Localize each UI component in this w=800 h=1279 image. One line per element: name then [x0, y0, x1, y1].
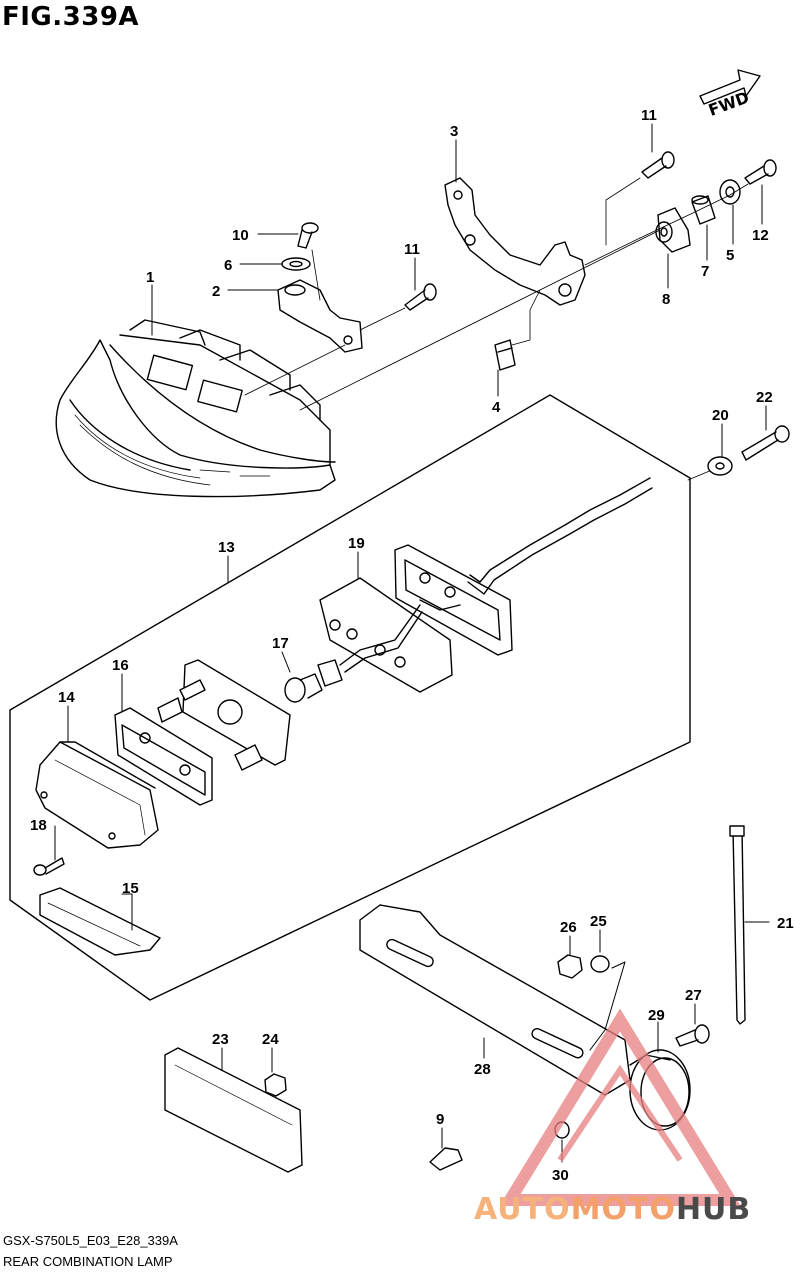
part-gasket-16 [114, 707, 213, 806]
part-bulb-17 [284, 659, 343, 703]
part-bracket-28 [359, 904, 631, 1096]
callout-11-left: 11 [404, 241, 420, 258]
callout-26: 26 [560, 919, 577, 936]
callout-7: 7 [701, 263, 709, 280]
part-washer-5 [719, 179, 741, 205]
callout-4: 4 [492, 399, 501, 416]
part-reflector-15 [39, 887, 161, 956]
callout-14: 14 [58, 689, 75, 706]
callout-24: 24 [262, 1031, 279, 1048]
callout-16: 16 [112, 657, 129, 674]
part-nut-24 [264, 1073, 287, 1097]
part-washer-25 [590, 955, 610, 973]
part-clip-4 [494, 339, 516, 371]
part-grommet-8 [655, 207, 691, 253]
part-socket-board [157, 659, 291, 771]
callout-11-right: 11 [641, 107, 657, 124]
fwd-arrow-icon: FWD [699, 69, 761, 120]
part-reflector-23 [164, 1047, 303, 1173]
part-lens-14 [35, 741, 159, 849]
callout-1: 1 [146, 269, 154, 286]
part-collar-7 [691, 195, 716, 225]
part-cable-tie-21 [729, 825, 746, 1025]
callout-19: 19 [348, 535, 365, 552]
part-screw-22 [741, 425, 790, 461]
subassembly-frame-13 [9, 394, 691, 1001]
part-bolt-11-left [404, 283, 437, 311]
callout-3: 3 [450, 123, 458, 140]
callout-30: 30 [552, 1167, 569, 1184]
figure-title: FIG.339A [2, 2, 140, 32]
part-bolt-11-right [641, 151, 675, 179]
part-tail-lamp [55, 319, 336, 498]
part-wire-harness [339, 477, 653, 673]
callout-27: 27 [685, 987, 702, 1004]
callout-18: 18 [30, 817, 47, 834]
part-bolt-12 [744, 159, 777, 185]
section-name: REAR COMBINATION LAMP [3, 1254, 173, 1269]
callout-23: 23 [212, 1031, 229, 1048]
callout-2: 2 [212, 283, 220, 300]
callout-12: 12 [752, 227, 769, 244]
part-bracket-2 [277, 279, 363, 353]
part-screw-10 [297, 222, 319, 249]
part-screw-18 [33, 857, 65, 876]
watermark-logo-icon [499, 1008, 741, 1206]
part-washer-6 [281, 257, 311, 271]
callout-28: 28 [474, 1061, 491, 1078]
callout-13: 13 [218, 539, 235, 556]
callout-20: 20 [712, 407, 729, 424]
callout-21: 21 [777, 915, 794, 932]
callout-25: 25 [590, 913, 607, 930]
part-washer-20 [707, 456, 733, 476]
callout-22: 22 [756, 389, 773, 406]
leader-lines [54, 123, 770, 1163]
callout-15: 15 [122, 880, 139, 897]
callout-10: 10 [232, 227, 249, 244]
watermark-brand: AUTOMOTOHUB [474, 1192, 752, 1227]
part-clip-9 [429, 1147, 463, 1171]
part-bolt-27 [675, 1024, 710, 1047]
callout-9: 9 [436, 1111, 444, 1128]
callout-29: 29 [648, 1007, 665, 1024]
part-gasket-19 [319, 577, 453, 693]
callout-6: 6 [224, 257, 232, 274]
part-bracket-3 [444, 177, 586, 306]
callout-labels: 1 2 3 4 5 6 7 8 9 10 11 11 12 13 14 15 1… [30, 107, 794, 1184]
part-housing-plate [394, 544, 513, 656]
assembly-lines [244, 177, 749, 481]
callout-8: 8 [662, 291, 670, 308]
callout-5: 5 [726, 247, 734, 264]
callout-17: 17 [272, 635, 289, 652]
model-code: GSX-S750L5_E03_E28_339A [3, 1233, 178, 1248]
part-nut-26 [557, 954, 583, 979]
